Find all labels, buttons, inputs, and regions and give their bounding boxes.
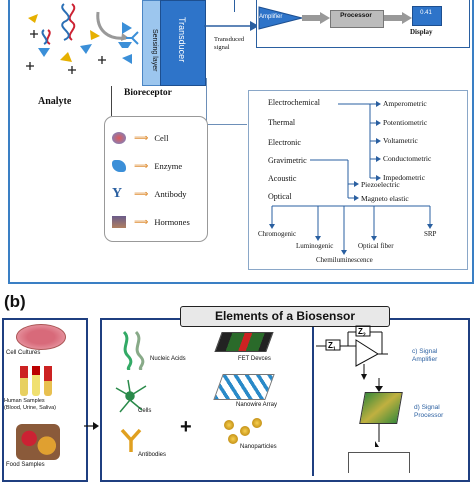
sensing-receptors (118, 22, 139, 64)
analyte-shape-4 (60, 52, 72, 62)
sub-voltametric: Voltametric (383, 136, 418, 145)
type-thermal: Thermal (268, 118, 296, 127)
display-icon (412, 6, 442, 26)
neuron-cell-icon (115, 379, 147, 413)
hormones-icon (112, 216, 126, 228)
signal-amplifier-label: c) Signal Amplifier (412, 348, 438, 363)
display-output-icon (348, 452, 410, 473)
amplifier-icon (258, 6, 303, 30)
sub-srp: SRP (424, 230, 437, 238)
type-gravimetric: Gravimetric (268, 156, 307, 165)
transducer-block (160, 0, 206, 86)
transducer-tree-lines (269, 101, 433, 255)
sample-tubes-icon (20, 366, 52, 396)
display-label: Display (410, 28, 433, 36)
transducer-types-connector (206, 78, 247, 125)
plus-sign: + (180, 416, 192, 438)
processor-label: Processor (340, 12, 372, 19)
receptor-nucleic-acids: Nucleic Acids (150, 356, 186, 362)
sample-food: Food Samples (6, 462, 45, 468)
bioreceptor-item-hormones: ⟹ Hormones (112, 208, 202, 236)
sub-luminogenic: Luminogenic (296, 242, 334, 250)
analyte-shape-3 (38, 48, 50, 57)
processor-chip-icon (330, 10, 384, 28)
transducer-fet: FET Devces (238, 356, 271, 362)
bioreceptor-label: Bioreceptor (124, 88, 172, 98)
transduced-signal-label: Transduced signal (214, 36, 245, 51)
arrow-right-icon: ⟹ (134, 216, 149, 228)
sub-piezoelectric: Piezoelectric (361, 180, 400, 189)
arrow-right-icon: ⟹ (134, 132, 149, 144)
analyte-label: Analyte (38, 96, 72, 107)
bioreceptor-item-antibody: Y ⟹ Antibody (112, 186, 187, 201)
sub-conductometric: Conductometric (383, 154, 432, 163)
display-value: 0.41 (420, 10, 432, 16)
type-electrochemical: Electrochemical (268, 98, 320, 107)
amplifier-circuit-icon (316, 325, 388, 380)
analyte-shape-1 (28, 14, 38, 23)
sub-chromogenic: Chromogenic (258, 230, 297, 238)
nanowire-array-icon (213, 374, 275, 400)
dna-helix-icon (61, 3, 76, 41)
sub-amperometric: Amperometric (383, 99, 427, 108)
signal-processor-label: d) Signal Processor (414, 404, 444, 419)
fet-device-icon (214, 332, 274, 352)
cell-icon (112, 132, 126, 144)
petri-dish-icon (16, 324, 66, 350)
sub-chemiluminescence: Chemiluminescence (316, 256, 373, 264)
arrow-to-elements (84, 422, 99, 430)
sample-cell-cultures: Cell Cultures (6, 350, 41, 356)
bioreceptor-item-cell: ⟹ Cell (112, 124, 202, 152)
antibody-icon (126, 31, 139, 45)
panel-b-label: (b) (4, 292, 26, 311)
amplifier-label: Amplifier (259, 14, 283, 20)
transducer-nanoparticles: Nanoparticles (240, 444, 277, 450)
sensing-layer-label: Sensing layer (144, 29, 158, 71)
food-samples-icon (16, 424, 60, 460)
arrow-to-display (375, 424, 383, 447)
analyte-illustration (26, 3, 106, 74)
receptor-antibodies: Antibodies (138, 452, 167, 458)
gray-arrow (302, 12, 330, 24)
receptor-cells: Cells (138, 408, 152, 414)
arrow-right-icon: ⟹ (134, 188, 149, 200)
arrow-right-icon: ⟹ (134, 160, 149, 172)
antibody-icon: Y (112, 186, 123, 201)
gray-arrow-2 (384, 12, 412, 24)
z2-label: Z2 (358, 327, 366, 339)
connector-line (234, 0, 235, 12)
sub-impedometric: Impedometric (383, 173, 426, 182)
arrow-to-processor (375, 378, 383, 392)
bioreceptor-list: ⟹ Cell ⟹ Enzyme Y ⟹ Antibody ⟹ Hormones (112, 124, 202, 236)
type-electronic: Electronic (268, 138, 301, 147)
bioreceptor-connector (111, 86, 112, 116)
bioreceptor-item-enzyme: ⟹ Enzyme (112, 152, 202, 180)
elements-divider (312, 320, 314, 476)
analyte-shape-5 (80, 44, 92, 54)
type-acoustic: Acoustic (268, 174, 297, 183)
elements-title: Elements of a Biosensor (180, 306, 390, 327)
processor-chip-icon-b (359, 392, 403, 424)
binding-arrow (96, 11, 129, 41)
sample-human: Human Samples (Blood, Urine, Saliva) (4, 398, 56, 411)
nanoparticles-icon (222, 418, 268, 446)
enzyme-icon (112, 160, 126, 172)
nucleic-acid-icon (122, 330, 145, 370)
transducer-nanowire: Nanowire Array (236, 402, 278, 408)
sub-optical-fiber: Optical fiber (358, 242, 394, 250)
dna-helix-icon-2 (41, 29, 51, 45)
transducer-types-box (248, 90, 468, 270)
sub-potentiometric: Potentiometric (383, 118, 428, 127)
star-markers (26, 30, 106, 74)
signal-arrow (204, 21, 259, 31)
type-optical: Optical (268, 192, 292, 201)
analyte-shape-2 (90, 30, 100, 40)
sub-magneto-elastic: Magneto elastic (361, 194, 409, 203)
antibodies-icon (120, 428, 142, 452)
z1-label: Z1 (328, 341, 336, 353)
transducer-label: Transducer (177, 17, 187, 63)
